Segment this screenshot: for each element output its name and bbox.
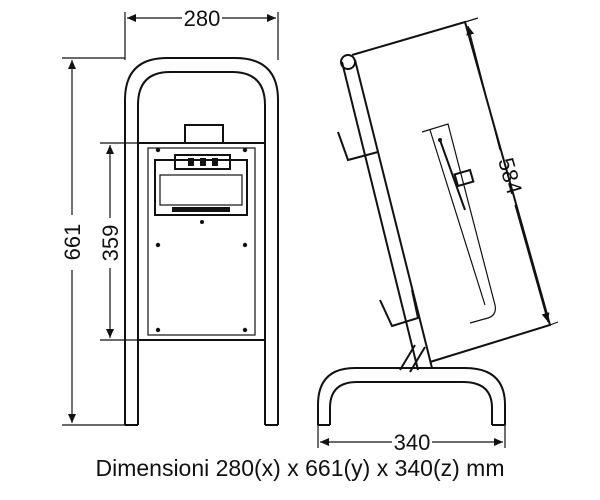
screw-icon [200, 220, 204, 224]
dim-584-line-top [466, 25, 501, 151]
side-base-outer [317, 367, 506, 425]
front-switch [200, 158, 206, 166]
front-switch [212, 158, 218, 166]
dim-584-ext-bottom [549, 321, 559, 326]
side-base-inner [329, 381, 493, 425]
screw-icon [242, 147, 248, 153]
side-body-inner-panel [429, 129, 486, 306]
side-support [409, 346, 426, 373]
front-control-display [159, 174, 243, 206]
screw-icon [438, 138, 442, 142]
side-hook-bottom [379, 289, 420, 328]
front-top-box [184, 124, 224, 144]
front-panel-outer [137, 142, 266, 341]
screw-icon [155, 242, 161, 248]
screw-icon [155, 327, 161, 333]
screw-icon [242, 242, 248, 248]
screw-icon [242, 327, 248, 333]
dim-340-label: 340 [394, 430, 431, 455]
front-label-strip [172, 207, 230, 212]
front-panel-inner [147, 147, 256, 336]
front-view: 280 661 359 [60, 6, 279, 426]
front-frame-inner [137, 71, 266, 425]
side-control-rail [439, 139, 466, 211]
front-switch-strip [174, 154, 231, 170]
dim-584-line-bottom [514, 204, 550, 323]
dim-280-label: 280 [184, 6, 221, 31]
side-body-back-panel [421, 123, 496, 324]
front-frame-outer [124, 57, 279, 425]
front-switch [188, 158, 194, 166]
screw-icon [155, 147, 161, 153]
dim-584-label: 584 [493, 155, 527, 197]
side-tube-back [354, 59, 433, 369]
dimensions-caption: Dimensioni 280(x) x 661(y) x 340(z) mm [95, 455, 505, 481]
dim-359-label: 359 [98, 225, 123, 262]
side-control-knob [453, 168, 475, 188]
side-view: 584 340 [317, 17, 559, 455]
dim-661-label: 661 [60, 224, 85, 261]
dim-584-ext-top [464, 17, 479, 23]
side-tube-top [340, 54, 356, 70]
side-hook-top [337, 131, 379, 162]
side-body-outline [351, 20, 552, 363]
side-tube-front [341, 61, 419, 371]
